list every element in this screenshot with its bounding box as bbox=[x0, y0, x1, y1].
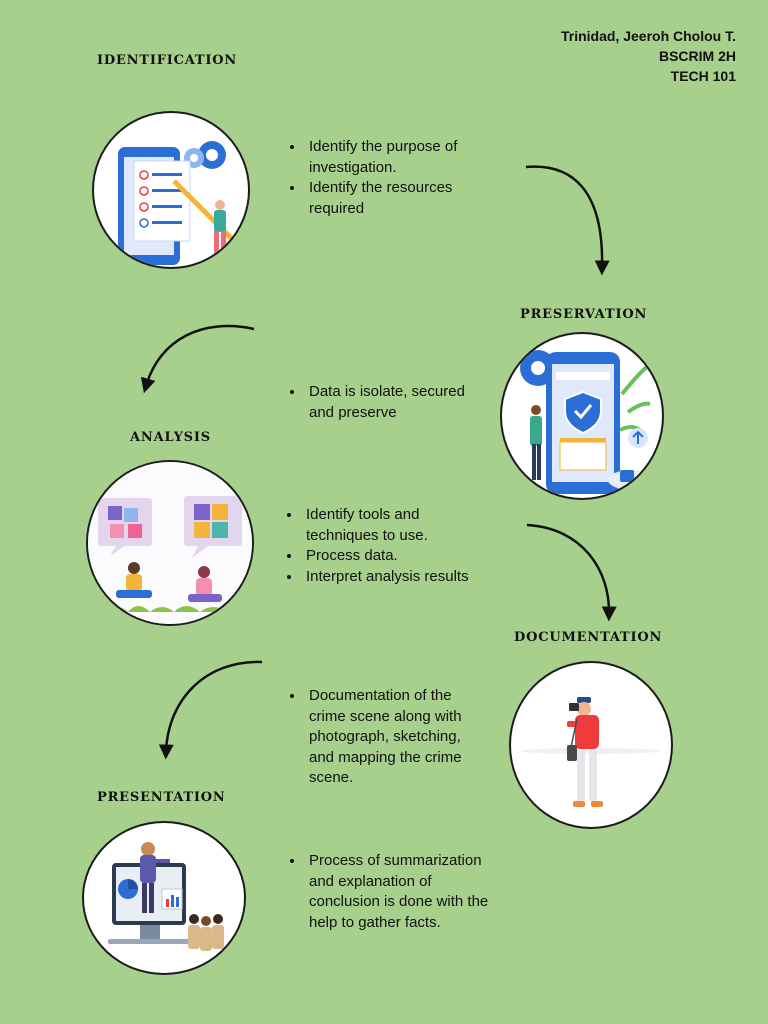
bullets-analysis: Identify tools and techniques to use. Pr… bbox=[280, 505, 480, 587]
checklist-phone-icon bbox=[118, 141, 236, 265]
identification-illustration bbox=[92, 111, 250, 269]
bullet-item: Identify the resources required bbox=[305, 178, 493, 219]
bullets-presentation: Process of summarization and explanation… bbox=[283, 851, 493, 933]
arrow-analysis-to-documentation bbox=[526, 523, 617, 622]
bullets-documentation: Documentation of the crime scene along w… bbox=[283, 686, 488, 789]
preservation-illustration bbox=[500, 332, 664, 500]
bullets-identification: Identify the purpose of investigation. I… bbox=[283, 137, 493, 219]
step-title-preservation: PRESERVATION bbox=[520, 307, 648, 322]
bullets-preservation: Data is isolate, secured and preserve bbox=[283, 382, 493, 423]
photographer-icon bbox=[521, 697, 661, 807]
bullet-item: Identify tools and techniques to use. bbox=[302, 505, 480, 546]
presentation-illustration bbox=[82, 821, 246, 975]
arrow-identification-to-preservation bbox=[525, 165, 610, 276]
author-subject: TECH 101 bbox=[670, 68, 736, 84]
documentation-illustration bbox=[509, 661, 673, 829]
arrow-documentation-to-presentation bbox=[158, 660, 263, 760]
arrow-preservation-to-analysis bbox=[140, 324, 255, 394]
step-title-analysis: ANALYSIS bbox=[130, 430, 211, 445]
bullet-item: Process of summarization and explanation… bbox=[305, 851, 493, 933]
shield-phone-icon bbox=[520, 350, 656, 494]
bullet-item: Data is isolate, secured and preserve bbox=[305, 382, 493, 423]
step-title-identification: IDENTIFICATION bbox=[97, 53, 238, 68]
author-course: BSCRIM 2H bbox=[658, 48, 736, 64]
author-block: Trinidad, Jeeroh Cholou T. BSCRIM 2H TEC… bbox=[561, 26, 736, 86]
step-title-presentation: PRESENTATION bbox=[97, 790, 226, 805]
bullet-item: Interpret analysis results bbox=[302, 567, 480, 588]
bullet-item: Identify the purpose of investigation. bbox=[305, 137, 493, 178]
analysis-illustration bbox=[86, 460, 254, 626]
bullet-item: Process data. bbox=[302, 546, 480, 567]
puzzle-discussion-icon bbox=[88, 462, 252, 624]
author-name: Trinidad, Jeeroh Cholou T. bbox=[560, 28, 736, 44]
presenter-icon bbox=[108, 842, 224, 951]
step-title-documentation: DOCUMENTATION bbox=[514, 630, 663, 645]
bullet-item: Documentation of the crime scene along w… bbox=[305, 686, 488, 789]
